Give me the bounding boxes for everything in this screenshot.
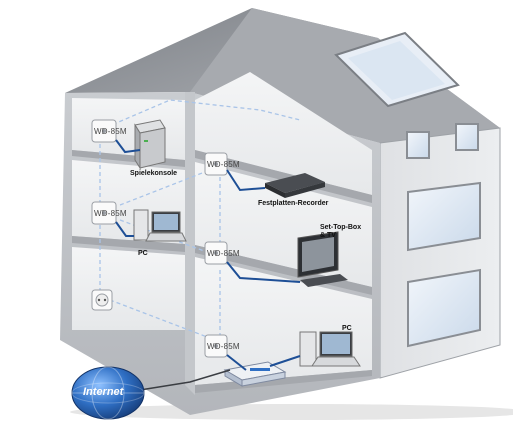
room-right-attic-floor (195, 150, 372, 203)
hard-disk-recorder-icon (265, 173, 325, 198)
adapter-label-left-top: WD-85M (94, 127, 127, 136)
router-icon (223, 361, 287, 387)
label-internet: Internet (83, 386, 124, 398)
adapter-left-top (91, 119, 117, 143)
cable-tv (226, 261, 301, 283)
adapter-label-left-middle: WD-85M (94, 209, 127, 218)
side-window-top-left (406, 131, 430, 159)
game-console-icon (134, 119, 166, 170)
adapter-label-right-bottom: WD-85M (207, 342, 240, 351)
cable-console (115, 139, 141, 154)
cable-pc-left (115, 221, 134, 237)
skylight-glare (348, 41, 445, 100)
label-pc-left: PC (138, 250, 148, 257)
adapter-right-bottom (204, 334, 228, 358)
room-left-bottom (72, 247, 185, 330)
adapter-right-middle (204, 241, 228, 265)
side-wall (379, 127, 501, 379)
adapter-right-top (204, 152, 228, 176)
cable-router-pc (269, 355, 301, 367)
adapter-left-middle (91, 201, 117, 225)
room-right-bottom-floor (195, 370, 372, 393)
wall-socket-icon (91, 289, 113, 311)
cable-recorder (226, 169, 266, 192)
powerline-dashes (99, 99, 301, 341)
internet-cable (139, 369, 231, 391)
pc-left-icon (133, 209, 187, 242)
adapter-label-right-middle: WD-85M (207, 249, 240, 258)
adapter-label-right-top: WD-85M (207, 160, 240, 169)
label-pc-right: PC (342, 325, 352, 332)
label-set-top-box-tv: Set-Top-Box & TV (320, 224, 362, 239)
side-window-top-right (455, 123, 479, 151)
pc-right-icon (299, 331, 361, 367)
label-spielekonsole: Spielekonsole (130, 170, 178, 177)
internet-globe-icon (71, 366, 145, 420)
divider-wall (185, 92, 195, 395)
label-festplatten-recorder: Festplatten-Recorder (258, 200, 329, 207)
room-right-attic (195, 72, 372, 195)
side-window-bottom (407, 268, 481, 348)
side-window-middle (407, 181, 481, 252)
cable-pc-right (226, 354, 247, 371)
tv-settop-icon (297, 231, 348, 287)
